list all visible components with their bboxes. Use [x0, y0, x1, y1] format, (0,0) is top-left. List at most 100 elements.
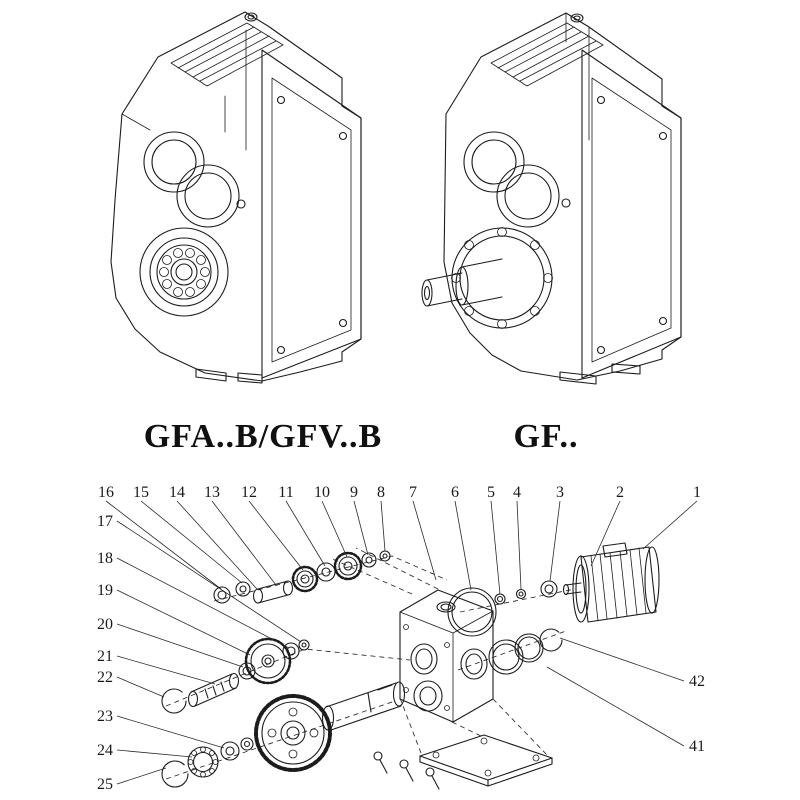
- mounting-feet: [195, 368, 263, 384]
- flange-bolt-hole: [276, 345, 286, 355]
- assembly-axis-lines: [165, 547, 576, 780]
- part-number-22: 22: [97, 669, 113, 686]
- small-gear: [291, 565, 319, 593]
- motor-shaft: [562, 582, 582, 596]
- figure-gf-drawing: [421, 12, 682, 385]
- retaining-ring: [161, 760, 189, 788]
- part-number-18: 18: [97, 550, 113, 567]
- washer: [240, 737, 254, 751]
- washer: [298, 639, 310, 651]
- input-bores: [463, 131, 560, 228]
- gasket-ring: [447, 587, 497, 637]
- plug: [515, 588, 527, 600]
- motor-endcap: [644, 546, 660, 614]
- input-pinion-shaft: [252, 580, 294, 604]
- small-gear: [333, 551, 363, 581]
- flange-bolt-hole: [596, 95, 606, 105]
- washer: [220, 741, 240, 761]
- part-number-14: 14: [169, 484, 185, 501]
- part-number-10: 10: [314, 484, 330, 501]
- washer: [235, 581, 251, 597]
- housing-seal-parts: [447, 580, 563, 675]
- input-shaft-parts: [213, 550, 391, 604]
- figure-gfab-drawing: [110, 11, 362, 384]
- model-label-gfab: GFA..B/GFV..B: [144, 418, 382, 455]
- washer: [316, 562, 336, 582]
- bearing-balls: [159, 248, 210, 297]
- body-edges: [565, 12, 590, 141]
- part-number-25: 25: [97, 776, 113, 793]
- output-bearing-boss: [139, 227, 229, 317]
- face-bolt: [561, 198, 571, 208]
- washer: [282, 642, 300, 660]
- washer: [361, 552, 377, 568]
- output-shaft: [321, 681, 406, 731]
- flange-bolt-hole: [658, 316, 668, 326]
- part-number-3: 3: [556, 484, 564, 501]
- part-number-8: 8: [377, 484, 385, 501]
- callout-numbers: 16 15 14 13 12 11 10 9 8 7 6 5 4 3 2 1 1…: [97, 484, 705, 793]
- part-number-42: 42: [689, 673, 705, 690]
- part-number-11: 11: [278, 484, 293, 501]
- part-number-41: 41: [689, 738, 705, 755]
- flange-bolt-holes: [451, 227, 553, 329]
- part-number-24: 24: [97, 742, 113, 759]
- motor-terminal-box: [602, 542, 628, 558]
- flange-bolt-hole: [338, 131, 348, 141]
- part-number-7: 7: [409, 484, 417, 501]
- part-number-5: 5: [487, 484, 495, 501]
- housing-bolt-holes: [403, 624, 450, 711]
- part-number-9: 9: [350, 484, 358, 501]
- bearing-balls: [187, 746, 219, 778]
- breather-plug: [244, 12, 258, 22]
- mounting-plate: [419, 734, 553, 787]
- small-bearing: [540, 580, 558, 598]
- gear-housing: [399, 589, 494, 723]
- part-number-16: 16: [98, 484, 114, 501]
- face-bolt: [236, 199, 246, 209]
- exploded-view: 16 15 14 13 12 11 10 9 8 7 6 5 4 3 2 1 1…: [97, 484, 705, 793]
- model-label-gf: GF..: [513, 418, 578, 455]
- side-flange-panel: [581, 49, 682, 379]
- housing-outline: [443, 12, 682, 381]
- foundation-bolts: [373, 751, 440, 790]
- output-shaft-parts: [161, 681, 406, 788]
- flange-bolt-hole: [658, 131, 668, 141]
- motor-fins: [590, 547, 647, 622]
- intermediate-gear: [244, 637, 292, 685]
- part-number-17: 17: [97, 513, 113, 530]
- part-number-20: 20: [97, 616, 113, 633]
- washer: [213, 586, 231, 604]
- breather-plug: [570, 13, 584, 23]
- output-flange: [451, 227, 553, 329]
- flange-bolt-hole: [276, 95, 286, 105]
- plug: [494, 593, 506, 605]
- part-number-12: 12: [241, 484, 257, 501]
- motor-flange: [572, 555, 590, 623]
- housing-top-boss: [436, 601, 456, 613]
- output-shaft: [421, 258, 503, 307]
- mounting-feet: [559, 363, 641, 385]
- output-gear: [254, 694, 332, 772]
- motor: [562, 542, 660, 623]
- part-number-23: 23: [97, 708, 113, 725]
- part-number-21: 21: [97, 648, 113, 665]
- side-flange-panel: [261, 49, 362, 379]
- flange-bolt-hole: [338, 318, 348, 328]
- input-bores: [143, 131, 240, 228]
- intermediate-shaft-parts: [161, 637, 310, 714]
- flange-bolt-hole: [596, 345, 606, 355]
- part-number-13: 13: [204, 484, 220, 501]
- part-number-15: 15: [133, 484, 149, 501]
- leader-lines: [105, 500, 698, 785]
- part-number-19: 19: [97, 582, 113, 599]
- part-number-4: 4: [513, 484, 521, 501]
- washer: [379, 550, 391, 562]
- cooling-fins: [170, 22, 284, 87]
- snap-ring: [539, 628, 563, 652]
- part-number-2: 2: [616, 484, 624, 501]
- housing-outline: [110, 11, 362, 382]
- part-number-6: 6: [451, 484, 459, 501]
